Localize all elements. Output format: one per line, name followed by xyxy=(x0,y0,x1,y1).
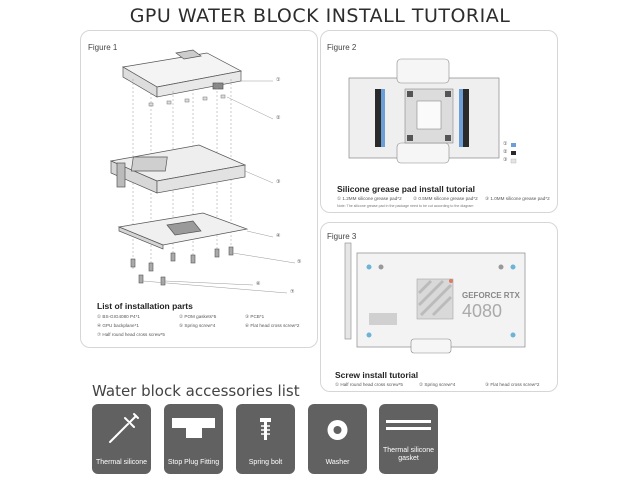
parts-list-item: ⑥ Flat head cross screw*2 xyxy=(245,323,300,328)
pcb-part xyxy=(109,144,247,194)
pad-legend-1: ① xyxy=(503,141,508,147)
parts-list-item: ⑤ Spring screw*4 xyxy=(179,323,216,328)
accessory-label: Thermal silicone gasket xyxy=(383,447,434,462)
callout-4: ④ xyxy=(276,233,281,239)
accessory-label: Washer xyxy=(325,459,350,466)
callout-5: ⑤ xyxy=(297,259,302,265)
callout-3: ③ xyxy=(276,179,281,185)
washer-icon xyxy=(327,420,348,440)
figure2-panel: Figure 2 ① ② ③ Silicone grease pad insta… xyxy=(320,30,558,213)
pad-legend-2: ② xyxy=(503,149,508,155)
callout-1: ① xyxy=(276,77,281,83)
pad-item: ① 1.2MM silicone grease pad*2 xyxy=(337,196,402,201)
parts-list-item: ① BS-GIG4080 P4*1 xyxy=(97,314,140,319)
gasket-icon xyxy=(386,420,431,430)
accessory-card-gasket: Thermal silicone gasket xyxy=(379,404,438,474)
accessories-title: Water block accessories list xyxy=(92,382,300,400)
figure2-title: Silicone grease pad install tutorial xyxy=(337,184,475,194)
grease-pad-diagram xyxy=(348,58,517,164)
accessory-card-stop-plug: Stop Plug Fitting xyxy=(164,404,223,474)
parts-list-title: List of installation parts xyxy=(97,301,193,311)
parts-list-item: ② POM gaskets*5 xyxy=(179,314,217,319)
figure3-label: Figure 3 xyxy=(327,232,357,241)
plug-fitting-icon xyxy=(172,418,215,438)
gpu-model-label: 4080 xyxy=(462,301,503,321)
gpu-brand-label: GEFORCE RTX xyxy=(462,291,520,300)
parts-list-item: ⑦ Half round head cross screw*5 xyxy=(97,332,165,337)
screw-install-diagram xyxy=(344,242,526,354)
parts-list-item: ③ PCB*1 xyxy=(245,314,265,319)
callout-2: ② xyxy=(276,115,281,121)
pad-item: ② 0.5MM silicone grease pad*2 xyxy=(413,196,478,201)
callout-7: ⑦ xyxy=(290,289,295,295)
pad-legend-3: ③ xyxy=(503,157,508,163)
figure3-title: Screw install tutorial xyxy=(335,370,419,380)
accessory-label: Stop Plug Fitting xyxy=(167,459,220,466)
pad-note: Note: The silicone grease pad in the pac… xyxy=(337,204,474,208)
parts-list-item: ④ GPU backplane*1 xyxy=(97,323,139,328)
screw-item: ① Half round head cross screw*5 xyxy=(335,382,403,387)
pad-item: ③ 1.0MM silicone grease pad*2 xyxy=(485,196,550,201)
callout-6: ⑥ xyxy=(256,281,261,287)
accessory-card-thermal-silicone: Thermal silicone xyxy=(92,404,151,474)
figure3-panel: Figure 3 GEFORCE RTX 4080 Screw install … xyxy=(320,222,558,392)
page-title: GPU WATER BLOCK INSTALL TUTORIAL xyxy=(129,5,511,27)
pom-gaskets-part xyxy=(148,94,226,107)
gpu-backplane-part xyxy=(117,212,249,250)
screw-item: ③ Flat head cross screw*2 xyxy=(485,382,540,387)
syringe-icon xyxy=(109,413,139,443)
screws-part xyxy=(130,246,234,286)
figure2-label: Figure 2 xyxy=(327,43,357,52)
accessory-card-spring-bolt: Spring bolt xyxy=(236,404,295,474)
figure1-panel: Figure 1 xyxy=(80,30,318,348)
accessory-label: Spring bolt xyxy=(248,459,283,466)
screw-item: ② Spring screw*4 xyxy=(419,382,456,387)
accessory-card-washer: Washer xyxy=(308,404,367,474)
exploded-view-diagram xyxy=(109,49,296,294)
figure1-label: Figure 1 xyxy=(88,43,118,52)
water-block-part xyxy=(121,49,243,98)
accessory-label: Thermal silicone xyxy=(96,459,147,466)
spring-bolt-icon xyxy=(260,418,271,440)
